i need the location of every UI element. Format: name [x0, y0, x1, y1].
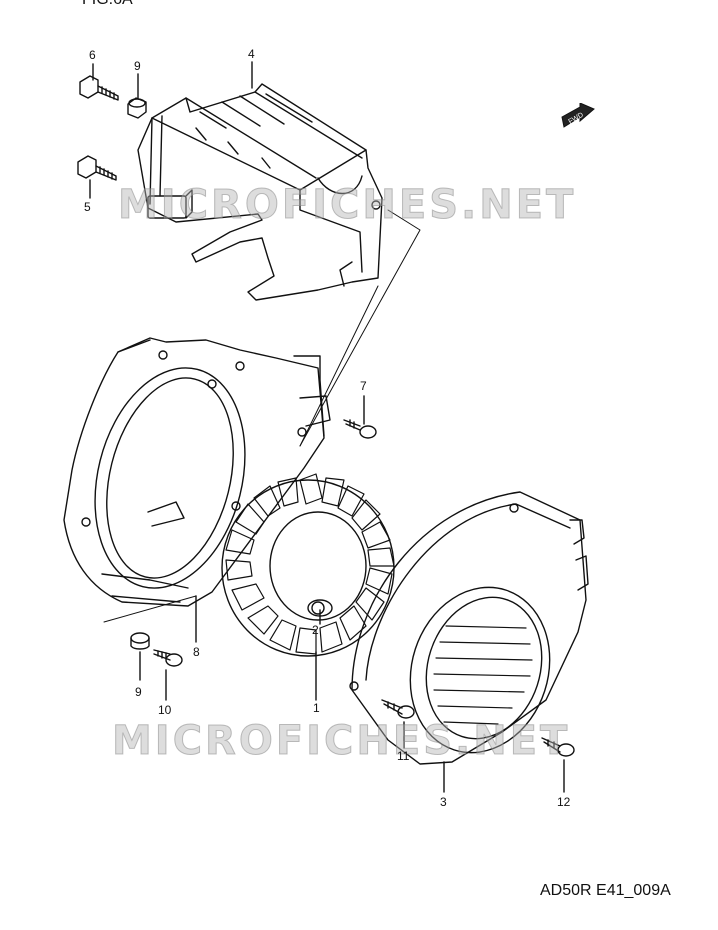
- callout-9-upper: 9: [134, 59, 141, 73]
- callout-6: 6: [89, 48, 96, 62]
- fan-housing: [63, 337, 331, 607]
- collar-part-9-lower: [130, 632, 150, 650]
- callout-11: 11: [397, 749, 410, 763]
- callout-12: 12: [557, 795, 571, 809]
- callout-4: 4: [248, 47, 255, 61]
- screw-part-11: [381, 699, 415, 719]
- forward-arrow-icon: FWD: [561, 103, 595, 128]
- bolt-part-5: [77, 155, 117, 181]
- callout-3: 3: [440, 795, 447, 809]
- callout-8: 8: [193, 645, 200, 659]
- screw-part-7: [343, 419, 377, 439]
- bolt-part-6: [79, 75, 119, 101]
- callout-7: 7: [360, 379, 367, 393]
- upper-shroud-part-4: [137, 83, 383, 301]
- callout-5: 5: [84, 200, 91, 214]
- watermark-upper: MICROFICHES.NET: [117, 182, 577, 229]
- bolt-part-10: [153, 649, 183, 667]
- callout-2: 2: [312, 623, 319, 637]
- screw-part-12: [541, 737, 575, 757]
- callout-10: 10: [158, 703, 172, 717]
- collar-part-9-upper: [127, 97, 147, 119]
- fan-cover-part-3: [349, 491, 589, 765]
- callout-9-lower: 9: [135, 685, 142, 699]
- header-cut-text: FIG.6A: [82, 0, 133, 9]
- watermark-lower: MICROFICHES.NET: [111, 718, 571, 765]
- flywheel-fan-part-1: [221, 473, 395, 657]
- callout-1: 1: [313, 701, 320, 715]
- reference-code: AD50R E41_009A: [540, 882, 671, 899]
